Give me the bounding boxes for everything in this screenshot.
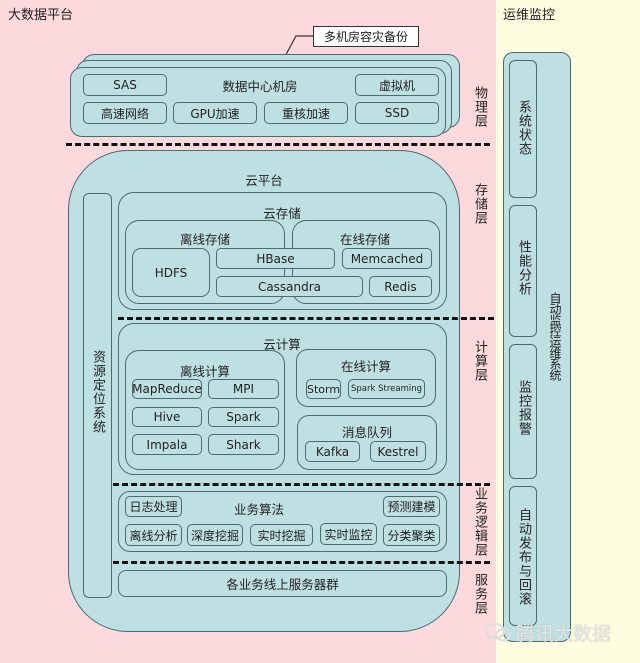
memcached-chip: Memcached — [342, 248, 432, 269]
mapreduce-chip: MapReduce — [132, 379, 202, 399]
storm-chip: Storm — [306, 379, 341, 399]
datacenter-title: 数据中心机房 — [222, 79, 298, 94]
storage-layer-label: 存储层 — [472, 183, 487, 225]
cloud-compute-title: 云计算 — [263, 337, 301, 352]
cloud-platform-title: 云平台 — [245, 173, 283, 188]
performance-analysis-box — [509, 205, 537, 337]
monitoring-alert-box — [509, 344, 537, 479]
multicore-chip: 重核加速 — [264, 102, 348, 124]
resource-locator-label: 资源定位系统 — [90, 350, 105, 434]
gpu-chip: GPU加速 — [173, 102, 257, 124]
callout-line — [282, 35, 313, 61]
layer-divider — [113, 483, 490, 486]
watermark: 腾讯大数据 — [484, 618, 634, 646]
network-chip: 高速网络 — [83, 102, 167, 124]
classification-clustering-chip: 分类聚类 — [383, 524, 440, 546]
left-title: 大数据平台 — [8, 8, 74, 23]
realtime-mining-chip: 实时挖掘 — [250, 524, 313, 546]
physical-layer-label: 物理层 — [472, 86, 487, 128]
deep-mining-chip: 深度挖掘 — [187, 524, 243, 546]
system-status-label: 系统状态 — [516, 100, 531, 156]
spark-streaming-chip: Spark Streaming — [348, 379, 425, 399]
realtime-monitoring-chip: 实时监控 — [320, 523, 377, 545]
online-storage-title: 在线存储 — [339, 232, 390, 247]
hdfs-chip: HDFS — [132, 248, 210, 297]
wechat-icon — [485, 623, 511, 642]
cloud-storage-title: 云存储 — [263, 206, 301, 221]
kafka-chip: Kafka — [305, 441, 360, 462]
online-server-cluster-box: 各业务线上服务器群 — [118, 570, 447, 597]
cassandra-chip: Cassandra — [216, 276, 363, 297]
hbase-chip: HBase — [216, 248, 335, 269]
service-layer-label: 服务层 — [472, 573, 487, 615]
redis-chip: Redis — [369, 276, 432, 297]
layer-divider — [118, 317, 494, 320]
auto-deploy-rollback-label: 自动发布与回滚 — [516, 508, 531, 606]
mpi-chip: MPI — [208, 379, 279, 399]
offline-storage-title: 离线存储 — [179, 232, 230, 247]
offline-compute-title: 离线计算 — [179, 364, 230, 379]
offline-analysis-chip: 离线分析 — [125, 524, 182, 546]
vm-chip: 虚拟机 — [355, 74, 439, 96]
resource-locator-box — [83, 193, 112, 598]
business-algorithm-title: 业务算法 — [233, 502, 284, 517]
log-processing-chip: 日志处理 — [125, 496, 182, 517]
auto-deploy-rollback-box — [509, 486, 537, 626]
performance-analysis-label: 性能分析 — [516, 240, 531, 296]
message-queue-title: 消息队列 — [341, 425, 392, 440]
predictive-modeling-chip: 预测建模 — [383, 496, 440, 517]
shark-chip: Shark — [208, 434, 279, 455]
business-layer-label: 业务逻辑层 — [472, 487, 487, 557]
hive-chip: Hive — [132, 407, 202, 427]
ssd-chip: SSD — [355, 102, 439, 124]
kestrel-chip: Kestrel — [370, 441, 426, 462]
sas-chip: SAS — [83, 74, 167, 96]
right-title: 运维监控 — [503, 8, 556, 23]
compute-layer-label: 计算层 — [472, 340, 487, 382]
monitoring-alert-label: 监控报警 — [516, 380, 531, 436]
spark-chip: Spark — [208, 407, 279, 427]
disaster-recovery-callout: 多机房容灾备份 — [313, 26, 419, 47]
impala-chip: Impala — [132, 434, 202, 455]
system-status-box — [509, 60, 537, 198]
online-compute-title: 在线计算 — [340, 359, 391, 374]
watermark-text: 腾讯大数据 — [516, 622, 612, 645]
layer-divider — [66, 143, 490, 146]
ops-system-title: 自动监控运维系统 — [548, 292, 562, 380]
layer-divider — [113, 561, 490, 564]
